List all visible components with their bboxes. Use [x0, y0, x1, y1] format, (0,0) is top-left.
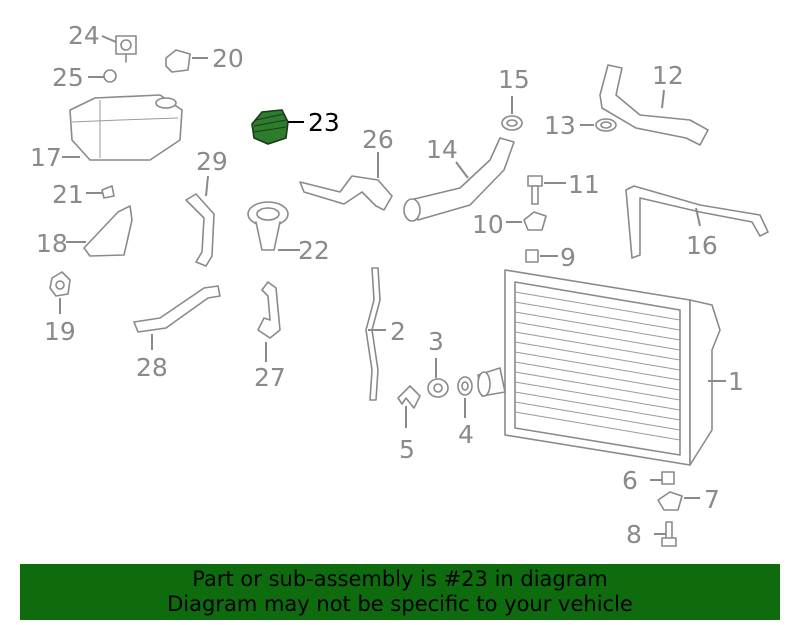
callout-19: 19: [44, 317, 76, 346]
part-26-pipe: [299, 175, 393, 211]
banner-line-2: Diagram may not be specific to your vehi…: [167, 592, 633, 616]
part-9-grommet: [525, 249, 539, 263]
part-21-clip: [101, 185, 115, 199]
part-19-nut: [49, 271, 71, 297]
callout-24: 24: [68, 21, 100, 50]
part-16-harness: [625, 185, 769, 259]
callout-26: 26: [362, 125, 394, 154]
part-info-banner: Part or sub-assembly is #23 in diagram D…: [20, 564, 780, 620]
callout-numbers: 1 2 3 4 5 6 7 8 9 10 11 12 13 14 15 16 1…: [30, 21, 744, 549]
part-29-hose: [185, 193, 215, 267]
callout-16: 16: [686, 231, 718, 260]
callout-9: 9: [560, 243, 576, 272]
leader-lines: [59, 35, 726, 535]
callout-8: 8: [626, 520, 642, 549]
callout-15: 15: [498, 65, 530, 94]
part-4-o-ring: [457, 376, 473, 396]
part-22-housing: [247, 201, 289, 251]
callout-2: 2: [390, 317, 406, 346]
part-11-bolt: [527, 175, 543, 205]
part-17-reservoir: [69, 94, 183, 161]
callout-4: 4: [458, 420, 474, 449]
part-13-o-ring: [595, 118, 617, 132]
part-27-hose: [257, 281, 281, 339]
callout-13: 13: [544, 111, 576, 140]
part-7-isolator: [657, 491, 683, 511]
part-1-radiator: [477, 269, 721, 466]
callout-25: 25: [52, 63, 84, 92]
part-12-hose: [599, 64, 709, 146]
callout-29: 29: [196, 147, 228, 176]
callout-3: 3: [428, 327, 444, 356]
callout-12: 12: [652, 61, 684, 90]
callout-5: 5: [399, 435, 415, 464]
part-28-hose: [133, 285, 221, 333]
part-23-highlighted-cap: [251, 109, 289, 145]
callout-27: 27: [254, 363, 286, 392]
part-2-seal-strip: [365, 267, 381, 401]
part-24-valve: [115, 35, 137, 63]
callout-20: 20: [212, 44, 244, 73]
part-14-hose: [409, 137, 515, 221]
part-5-clip: [397, 385, 421, 409]
part-18-bracket: [83, 205, 133, 257]
callout-1: 1: [728, 367, 744, 396]
callout-23: 23: [308, 108, 340, 137]
parts-diagram: 1 2 3 4 5 6 7 8 9 10 11 12 13 14 15 16 1…: [30, 21, 769, 549]
part-8-bolt: [661, 521, 677, 547]
callout-14: 14: [426, 135, 458, 164]
part-3-fitting: [427, 378, 449, 398]
callout-6: 6: [622, 466, 638, 495]
part-6-grommet: [661, 471, 675, 485]
callout-21: 21: [52, 180, 84, 209]
part-20-cap: [165, 49, 191, 73]
part-25-grommet: [103, 69, 117, 83]
part-10-bracket: [523, 211, 547, 231]
banner-line-1: Part or sub-assembly is #23 in diagram: [192, 567, 608, 591]
callout-28: 28: [136, 353, 168, 382]
part-15-o-ring: [501, 115, 523, 131]
callout-10: 10: [472, 210, 504, 239]
callout-7: 7: [704, 485, 720, 514]
callout-11: 11: [568, 170, 600, 199]
callout-17: 17: [30, 143, 62, 172]
callout-22: 22: [298, 236, 330, 265]
callout-18: 18: [36, 229, 68, 258]
